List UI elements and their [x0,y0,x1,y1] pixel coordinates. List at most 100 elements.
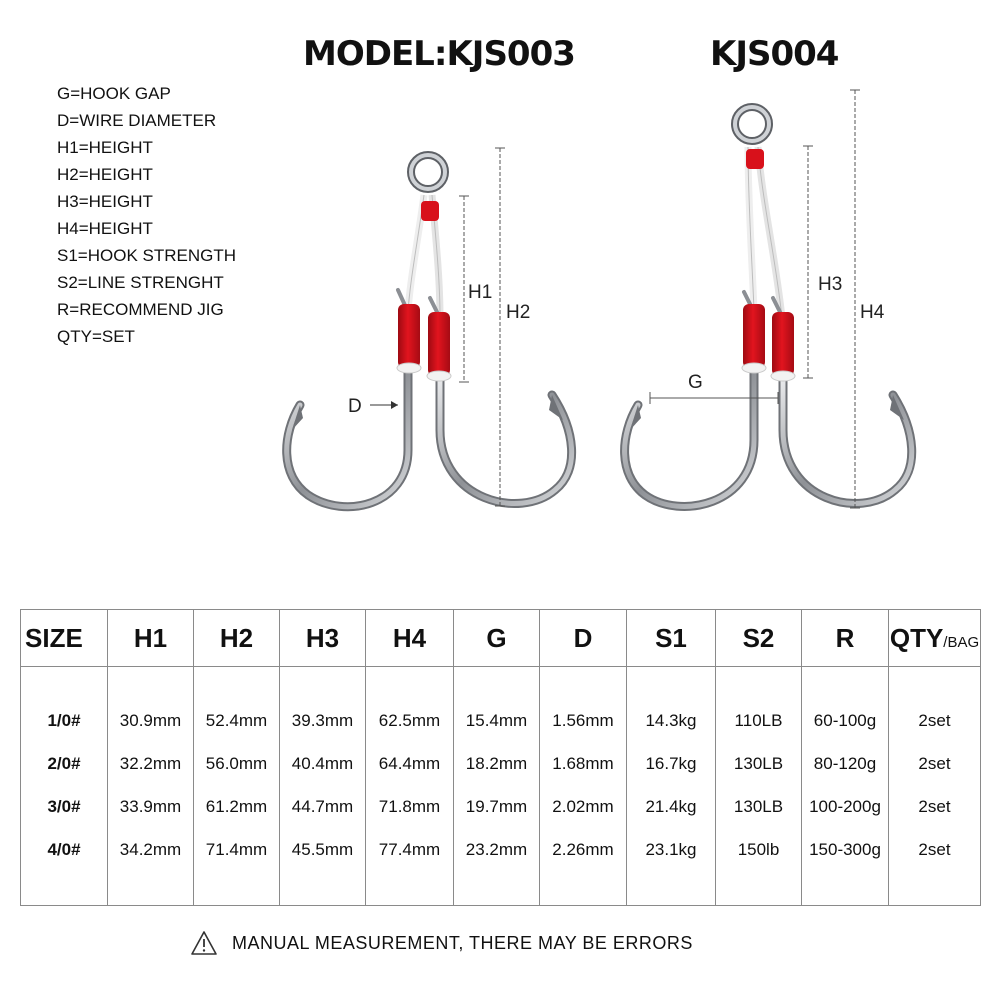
warning-note: MANUAL MEASUREMENT, THERE MAY BE ERRORS [190,930,693,956]
warning-triangle-icon [191,931,217,955]
table-body-row: 1/0# 2/0# 3/0# 4/0# 30.9mm 32.2mm 33.9mm… [20,666,981,906]
table-cell: 2.02mm [552,797,614,816]
column-h3: 39.3mm 40.4mm 44.7mm 45.5mm [279,666,366,906]
dimension-g [649,392,779,404]
table-cell: 1.56mm [552,711,614,730]
header-qty-unit: /BAG [943,633,980,651]
header-g: G [453,609,540,667]
legend-item-s2: S2=LINE STRENGHT [57,273,224,292]
table-cell: 4/0# [47,840,81,859]
legend-item-s1: S1=HOOK STRENGTH [57,246,237,265]
table-cell: 2/0# [47,754,81,773]
hook-kjs003 [282,147,577,512]
hook-diagram: D H1 H2 G H3 H4 [282,89,917,512]
column-h2: 52.4mm 56.0mm 61.2mm 71.4mm [193,666,280,906]
header-s1: S1 [626,609,716,667]
model-title-kjs003: MODEL:KJS003 [303,34,576,74]
table-cell: 3/0# [47,797,81,816]
table-cell: 23.1kg [645,840,697,859]
label-g: G [688,372,703,393]
label-h3: H3 [818,274,842,295]
thread-wrap [396,304,452,382]
table-cell: 130LB [733,797,784,816]
hook-left [282,288,413,512]
header-size: SIZE [20,609,108,667]
dimension-h1 [459,195,469,383]
table-cell: 15.4mm [465,711,528,730]
header-qty-label: QTY [889,622,944,653]
dimension-h4 [850,89,860,509]
warning-text: MANUAL MEASUREMENT, THERE MAY BE ERRORS [232,932,693,953]
table-cell: 2set [918,797,951,816]
table-cell: 45.5mm [291,840,354,859]
table-cell: 2set [918,711,951,730]
table-cell: 80-120g [813,754,877,773]
column-h4: 62.5mm 64.4mm 71.8mm 77.4mm [365,666,454,906]
header-h3: H3 [279,609,366,667]
column-h1: 30.9mm 32.2mm 33.9mm 34.2mm [107,666,194,906]
table-cell: 44.7mm [291,797,354,816]
table-cell: 56.0mm [205,754,268,773]
table-cell: 1.68mm [552,754,614,773]
legend: G=HOOK GAP D=WIRE DIAMETER H1=HEIGHT H2=… [57,80,236,350]
dimension-d [370,401,398,409]
table-cell: 40.4mm [291,754,354,773]
table-cell: 2.26mm [552,840,614,859]
column-d: 1.56mm 1.68mm 2.02mm 2.26mm [539,666,627,906]
header-qty: QTY/BAG [888,609,981,667]
table-cell: 130LB [733,754,784,773]
table-cell: 30.9mm [119,711,182,730]
table-cell: 64.4mm [378,754,441,773]
header-s2: S2 [715,609,802,667]
hook-right [428,296,577,508]
table-header-row: SIZE H1 H2 H3 H4 G D S1 S2 R QTY/BAG [20,609,981,667]
assist-line [404,194,444,319]
legend-item-d: D=WIRE DIAMETER [57,111,217,130]
table-cell: 18.2mm [465,754,528,773]
header-h4: H4 [365,609,454,667]
table-cell: 71.8mm [378,797,441,816]
legend-item-h1: H1=HEIGHT [57,138,153,157]
legend-item-h2: H2=HEIGHT [57,165,153,184]
table-cell: 62.5mm [378,711,441,730]
table-cell: 21.4kg [645,797,697,816]
hook-left [620,290,759,511]
header-h1: H1 [107,609,194,667]
label-h2: H2 [506,302,530,323]
table-cell: 23.2mm [465,840,528,859]
column-g: 15.4mm 18.2mm 19.7mm 23.2mm [453,666,540,906]
table-cell: 150lb [737,840,780,859]
table-cell: 150-300g [809,840,881,859]
table-cell: 61.2mm [205,797,268,816]
hook-kjs004 [620,89,917,511]
legend-item-qty: QTY=SET [57,327,135,346]
table-cell: 33.9mm [119,797,182,816]
table-cell: 34.2mm [119,840,182,859]
column-r: 60-100g 80-120g 100-200g 150-300g [801,666,889,906]
header-h2: H2 [193,609,280,667]
table-cell: 16.7kg [645,754,697,773]
table-cell: 39.3mm [291,711,354,730]
table-cell: 19.7mm [465,797,528,816]
label-d: D [348,396,362,417]
dimension-h2 [495,147,505,507]
table-cell: 60-100g [813,711,877,730]
header-d: D [539,609,627,667]
table-cell: 52.4mm [205,711,268,730]
thread-wrap [741,304,796,382]
table-cell: 32.2mm [119,754,182,773]
table-cell: 2set [918,754,951,773]
assist-line [744,146,786,319]
model-title-kjs004: KJS004 [710,34,839,74]
column-s1: 14.3kg 16.7kg 21.4kg 23.1kg [626,666,716,906]
solid-ring-icon [731,103,773,145]
header-r: R [801,609,889,667]
table-cell: 77.4mm [378,840,441,859]
table-cell: 110LB [734,711,783,730]
label-h1: H1 [468,282,492,303]
table-cell: 2set [918,840,951,859]
spec-table: SIZE H1 H2 H3 H4 G D S1 S2 R QTY/BAG 1/0… [20,609,981,906]
table-cell: 14.3kg [645,711,697,730]
legend-item-g: G=HOOK GAP [57,84,171,103]
table-cell: 1/0# [47,711,81,730]
